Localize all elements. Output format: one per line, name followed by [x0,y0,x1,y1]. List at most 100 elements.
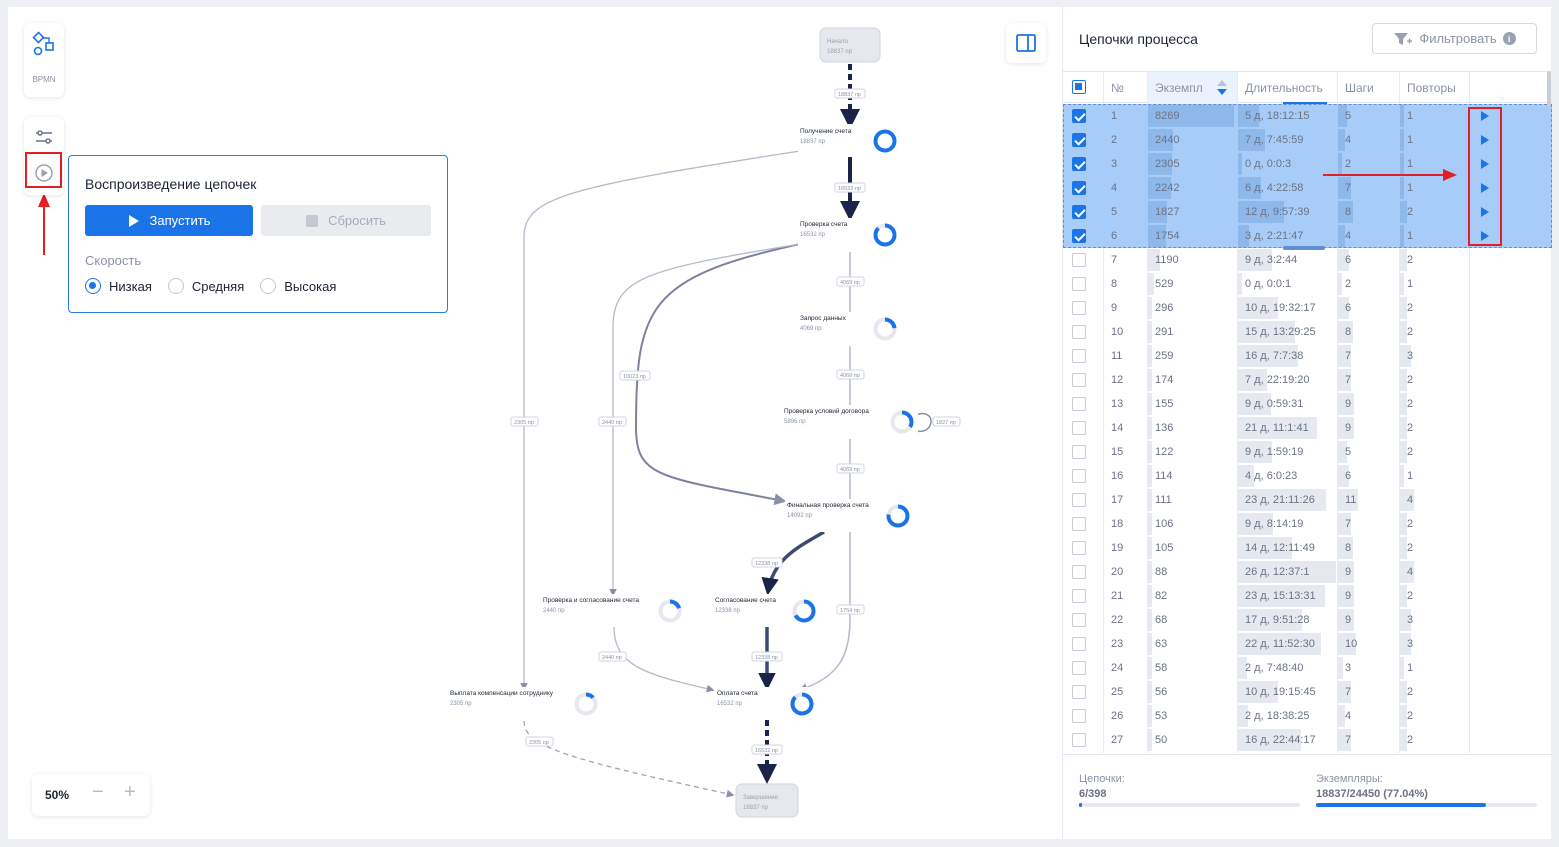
start-button[interactable]: Запустить [85,205,253,236]
row-checkbox[interactable] [1072,517,1086,531]
speed-high-radio[interactable]: Высокая [260,278,336,294]
repeats-bar [1400,417,1407,439]
duration-bar [1238,393,1272,415]
select-all-checkbox[interactable] [1072,80,1086,94]
node-start[interactable]: Начало 18837 пр [819,27,881,63]
node-pay-invoice[interactable]: Оплата счета 16532 пр [715,687,817,720]
radio-dot[interactable] [260,278,277,294]
row-checkbox[interactable] [1072,613,1086,627]
node-check-approve[interactable]: Проверка и согласование счета 2440 пр [541,594,685,627]
row-checkbox[interactable] [1072,301,1086,315]
play-chain-icon[interactable] [1481,207,1489,217]
col-instances[interactable]: Экземпл [1147,72,1237,104]
row-checkbox[interactable] [1072,397,1086,411]
row-checkbox[interactable] [1072,205,1086,219]
row-checkbox[interactable] [1072,253,1086,267]
selection-resize-handle[interactable] [1283,246,1325,250]
play-circle-icon[interactable] [24,157,64,193]
row-checkbox[interactable] [1072,181,1086,195]
row-checkbox[interactable] [1072,493,1086,507]
col-steps[interactable]: Шаги [1345,81,1374,95]
radio-dot[interactable] [85,278,101,294]
row-checkbox[interactable] [1072,421,1086,435]
radio-dot[interactable] [167,278,184,294]
node-end[interactable]: Завершение 18837 пр [735,783,799,818]
node-receive-invoice[interactable]: Получение счета 18837 пр [798,124,900,157]
node-request-data[interactable]: Запрос данных 4069 пр [798,312,900,346]
row-checkbox[interactable] [1072,733,1086,747]
reset-button[interactable]: Сбросить [261,205,431,236]
row-checkbox[interactable] [1072,709,1086,723]
zoom-in-button[interactable]: + [124,781,136,803]
play-chain-icon[interactable] [1481,135,1489,145]
row-checkbox[interactable] [1072,541,1086,555]
cell-repeats: 3 [1407,638,1414,650]
play-chain-icon[interactable] [1481,159,1489,169]
row-checkbox[interactable] [1072,373,1086,387]
node-approve-invoice[interactable]: Согласование счета 12338 пр [713,594,819,627]
node-final-check[interactable]: Финальная проверка счета 14092 пр [785,499,913,532]
toggle-panel-button[interactable] [1006,23,1046,63]
bpmn-button[interactable]: BPMN [24,23,64,97]
col-number[interactable]: № [1111,81,1124,95]
cell-duration: 16 д, 7:7:38 [1245,350,1304,362]
row-checkbox[interactable] [1072,445,1086,459]
row-checkbox[interactable] [1072,325,1086,339]
speed-low-radio[interactable]: Низкая [85,278,152,294]
row-checkbox[interactable] [1072,109,1086,123]
row-checkbox[interactable] [1072,229,1086,243]
filter-settings-icon[interactable] [24,121,64,157]
cell-instances: 1754 [1155,230,1180,242]
row-checkbox[interactable] [1072,565,1086,579]
cell-steps: 9 [1345,398,1352,410]
row-checkbox[interactable] [1072,661,1086,675]
col-duration[interactable]: Длительность [1245,81,1323,95]
process-map-canvas[interactable]: Начало 18837 пр Завершение 18837 пр Полу… [8,7,1061,839]
node-check-contract[interactable]: Проверка условий договора 5896 пр [782,405,918,439]
row-checkbox[interactable] [1072,349,1086,363]
speed-medium-radio[interactable]: Средняя [167,278,244,294]
play-chain-icon[interactable] [1481,111,1489,121]
zoom-out-button[interactable]: − [92,781,104,803]
row-checkbox[interactable] [1072,133,1086,147]
row-checkbox[interactable] [1072,589,1086,603]
filter-button[interactable]: Фильтровать i [1372,23,1537,54]
row-checkbox[interactable] [1072,685,1086,699]
col-repeats[interactable]: Повторы [1407,81,1456,95]
row-checkbox[interactable] [1072,469,1086,483]
row-checkbox[interactable] [1072,637,1086,651]
play-chain-icon[interactable] [1481,231,1489,241]
node-check-invoice[interactable]: Проверка счета 16532 пр [798,218,900,252]
info-icon[interactable]: i [1502,32,1516,45]
play-chain-icon[interactable] [1481,183,1489,193]
row-checkbox[interactable] [1072,277,1086,291]
table-scrollbar[interactable] [1547,71,1551,107]
row-checkbox[interactable] [1072,157,1086,171]
node-compensation[interactable]: Выплата компенсации сотруднику 2305 пр [448,687,602,721]
